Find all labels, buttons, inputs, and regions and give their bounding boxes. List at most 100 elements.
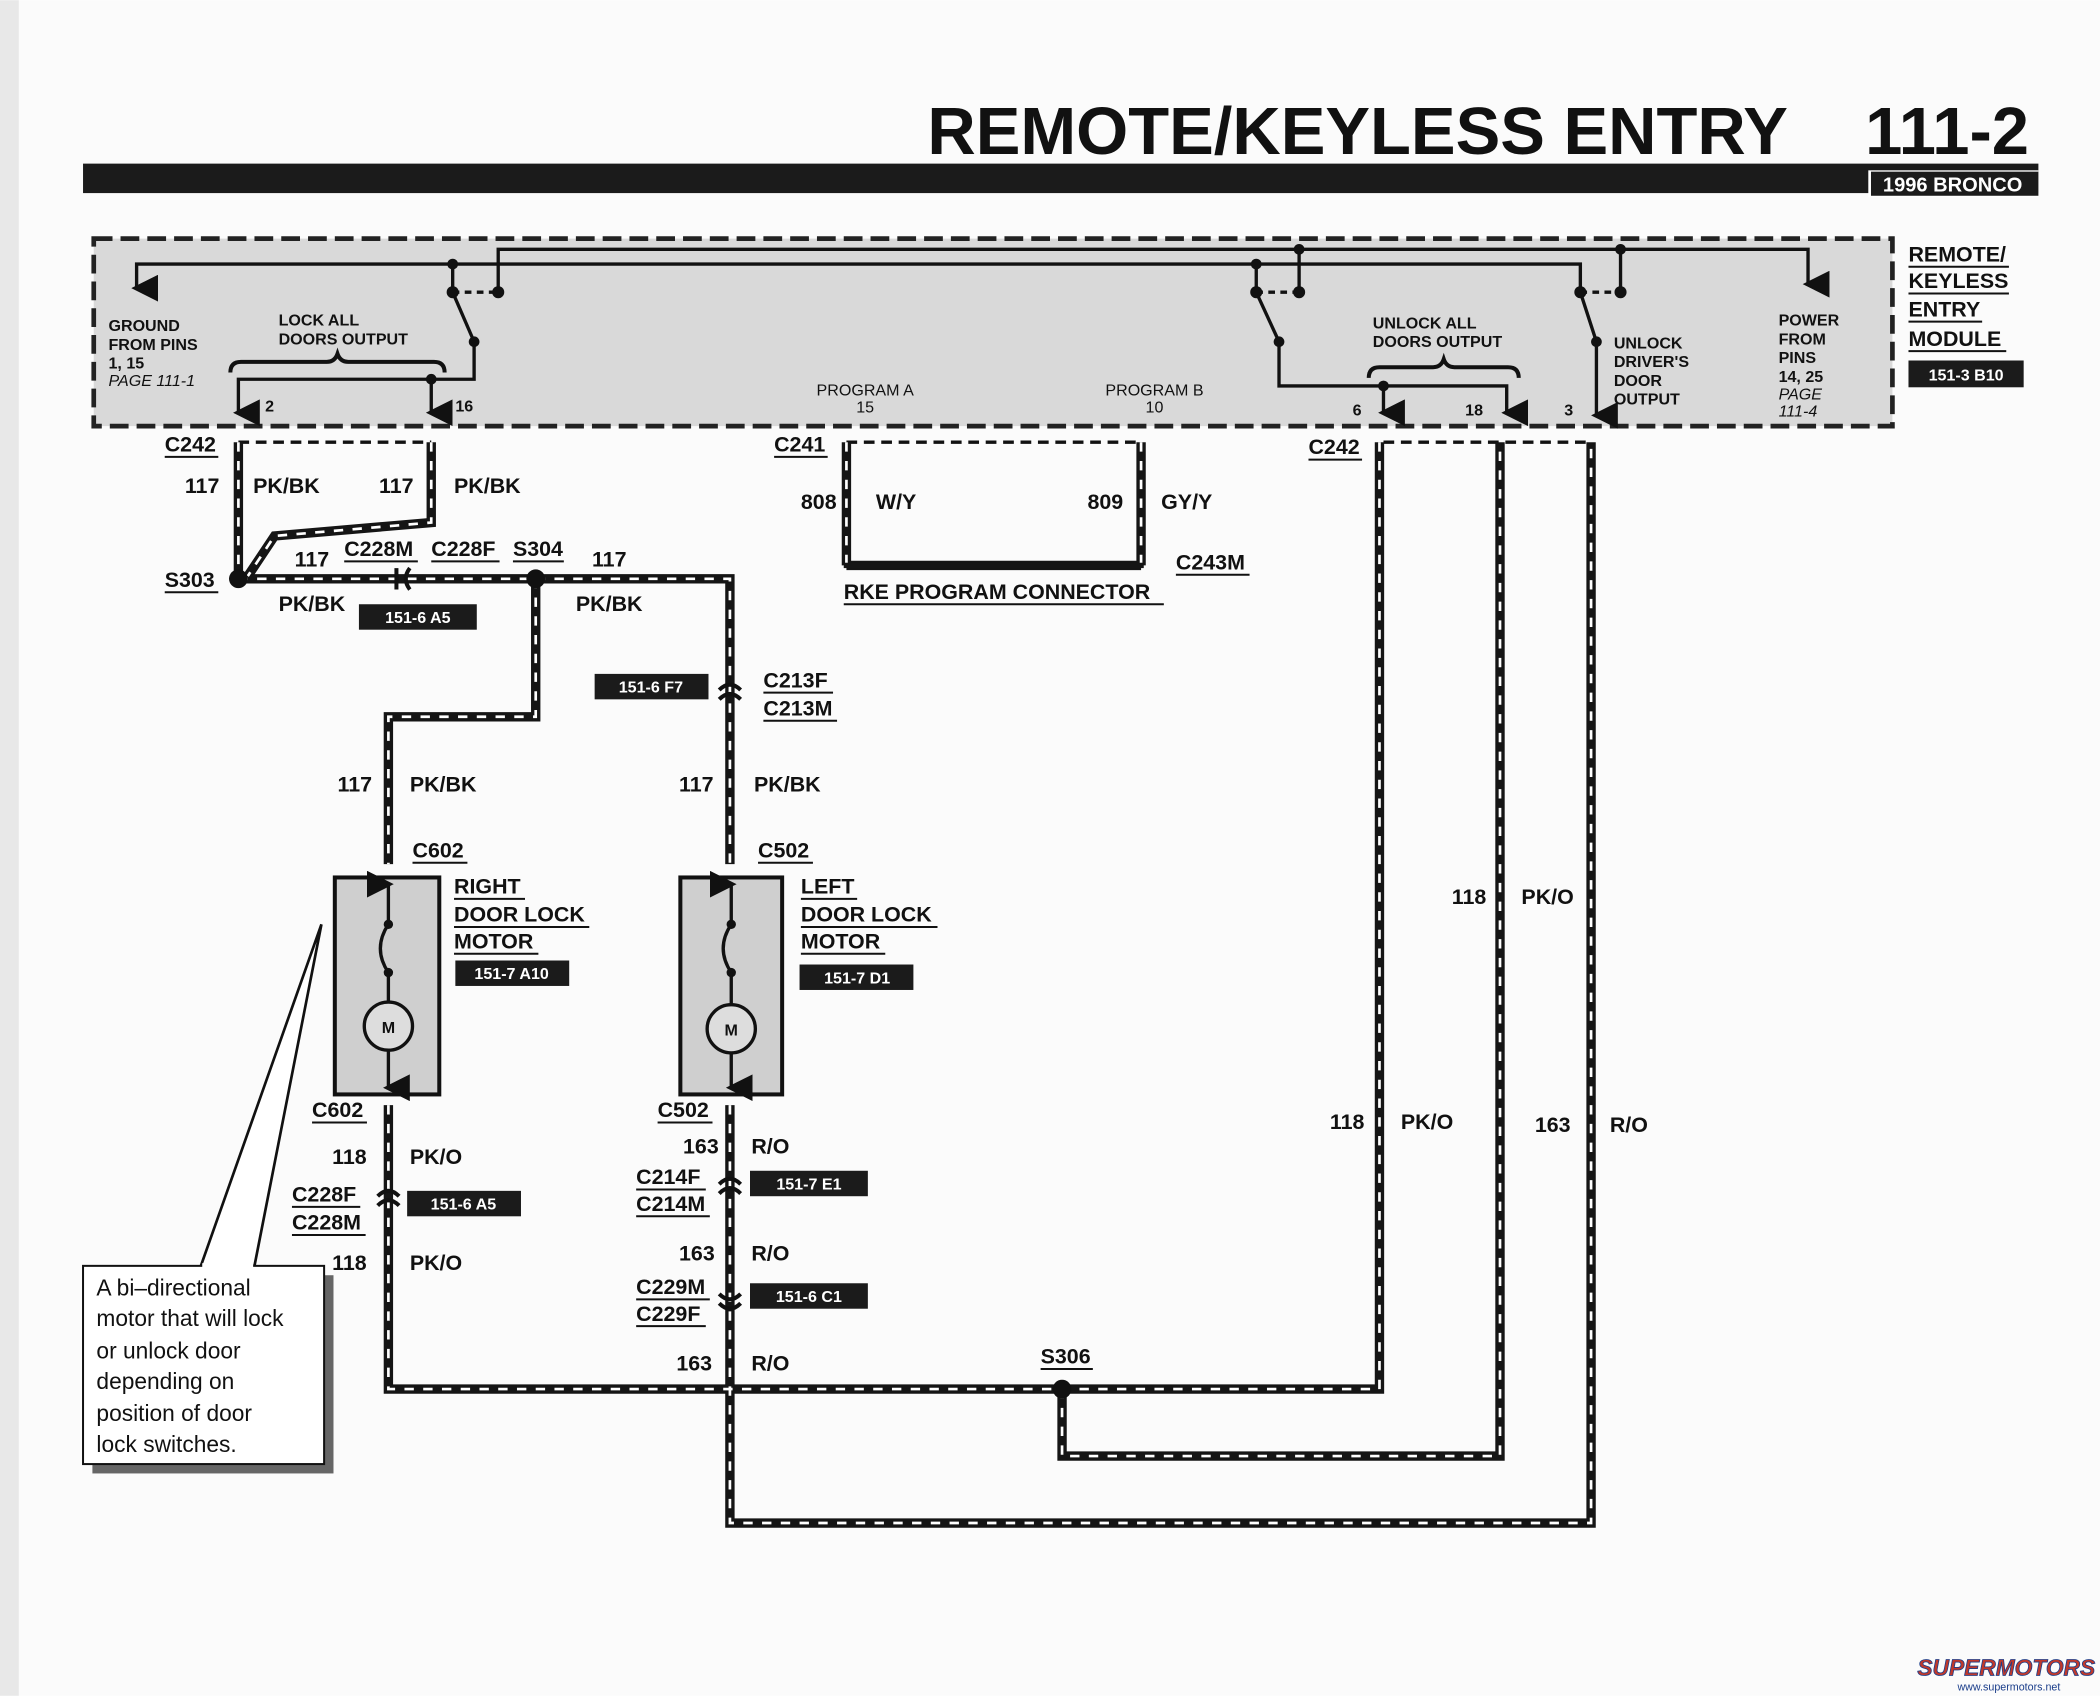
svg-text:14, 25: 14, 25 [1779, 368, 1824, 386]
svg-text:R/O: R/O [1610, 1113, 1648, 1137]
svg-text:OUTPUT: OUTPUT [1614, 391, 1680, 409]
svg-text:R/O: R/O [751, 1242, 789, 1266]
svg-text:808: 808 [801, 490, 837, 514]
svg-text:PAGE 111-1: PAGE 111-1 [108, 372, 195, 390]
svg-text:118: 118 [332, 1145, 367, 1169]
svg-text:PK/O: PK/O [410, 1145, 462, 1169]
svg-text:151-6 C1: 151-6 C1 [776, 1288, 842, 1306]
svg-text:RIGHT: RIGHT [454, 875, 521, 899]
svg-text:LEFT: LEFT [801, 875, 855, 899]
svg-text:MOTOR: MOTOR [801, 929, 881, 953]
svg-text:LOCK ALL: LOCK ALL [279, 312, 360, 330]
svg-text:C229M: C229M [636, 1275, 705, 1299]
rke-module [91, 236, 1895, 429]
svg-text:PROGRAM A: PROGRAM A [817, 381, 915, 399]
svg-text:6: 6 [1353, 401, 1362, 419]
svg-text:UNLOCK ALL: UNLOCK ALL [1373, 314, 1477, 332]
svg-text:S304: S304 [513, 537, 563, 561]
svg-text:C228F: C228F [292, 1183, 356, 1207]
svg-text:PK/BK: PK/BK [253, 474, 320, 498]
svg-text:DOOR: DOOR [1614, 372, 1663, 390]
svg-text:RKE PROGRAM CONNECTOR: RKE PROGRAM CONNECTOR [844, 580, 1151, 604]
svg-text:111-4: 111-4 [1779, 403, 1818, 421]
svg-text:POWER: POWER [1779, 312, 1840, 330]
svg-text:117: 117 [338, 773, 373, 797]
wire-stripe [387, 578, 538, 865]
svg-text:C602: C602 [413, 838, 464, 862]
splices [229, 569, 1072, 1399]
svg-text:163: 163 [679, 1242, 715, 1266]
svg-text:MODULE: MODULE [1908, 327, 2001, 351]
svg-text:FROM: FROM [1779, 330, 1826, 348]
svg-text:15: 15 [856, 399, 874, 417]
wire-stripe [246, 442, 433, 577]
svg-text:118: 118 [1452, 885, 1487, 909]
svg-text:151-7 A10: 151-7 A10 [474, 965, 548, 983]
svg-text:DOOR LOCK: DOOR LOCK [801, 903, 932, 927]
svg-text:C242: C242 [1308, 435, 1359, 459]
svg-text:motor that will lock: motor that will lock [96, 1305, 284, 1331]
svg-text:C229F: C229F [636, 1302, 700, 1326]
svg-text:C502: C502 [758, 838, 809, 862]
svg-text:R/O: R/O [751, 1134, 789, 1158]
svg-text:163: 163 [683, 1134, 719, 1158]
svg-text:PK/O: PK/O [410, 1251, 462, 1275]
svg-text:PK/BK: PK/BK [754, 773, 821, 797]
svg-text:117: 117 [185, 474, 220, 498]
svg-text:position of door: position of door [96, 1400, 252, 1426]
svg-text:809: 809 [1088, 490, 1124, 514]
svg-text:C213M: C213M [763, 696, 832, 720]
svg-text:10: 10 [1146, 399, 1164, 417]
svg-text:PK/BK: PK/BK [410, 773, 477, 797]
svg-text:GY/Y: GY/Y [1161, 490, 1212, 514]
svg-text:PK/BK: PK/BK [576, 592, 643, 616]
supermotors-watermark: SUPERMOTORS www.supermotors.net [1917, 1654, 2096, 1693]
svg-text:S303: S303 [165, 568, 215, 592]
header-bar [83, 163, 2039, 194]
svg-text:DOORS OUTPUT: DOORS OUTPUT [1373, 333, 1503, 351]
svg-text:DOORS OUTPUT: DOORS OUTPUT [279, 330, 409, 348]
wire-stripe [387, 442, 1381, 1391]
svg-text:18: 18 [1465, 401, 1483, 419]
connector-labels: C242 C241 C242 C228M C228F S304 S303 C24… [164, 433, 1363, 1370]
page-title: REMOTE/KEYLESS ENTRY [927, 94, 1788, 169]
svg-text:www.supermotors.net: www.supermotors.net [1956, 1681, 2060, 1693]
wire-stripe [728, 442, 1593, 1525]
svg-text:PK/O: PK/O [1521, 885, 1573, 909]
svg-text:16: 16 [455, 397, 473, 415]
svg-text:C241: C241 [774, 433, 825, 457]
svg-text:151-6 A5: 151-6 A5 [431, 1196, 497, 1214]
svg-text:W/Y: W/Y [876, 490, 916, 514]
svg-text:C228M: C228M [344, 537, 413, 561]
svg-text:M: M [725, 1021, 738, 1039]
svg-text:117: 117 [379, 474, 414, 498]
svg-text:KEYLESS: KEYLESS [1908, 269, 2008, 293]
vehicle-label: 1996 BRONCO [1883, 175, 2022, 197]
wire-stripe [1060, 442, 1502, 1458]
svg-text:PROGRAM B: PROGRAM B [1105, 381, 1203, 399]
svg-text:A bi–directional: A bi–directional [96, 1274, 250, 1300]
svg-text:C228F: C228F [431, 537, 495, 561]
svg-text:151-6 A5: 151-6 A5 [385, 609, 451, 627]
svg-text:118: 118 [1330, 1110, 1365, 1134]
svg-text:PINS: PINS [1779, 349, 1817, 367]
svg-text:DOOR LOCK: DOOR LOCK [454, 903, 585, 927]
svg-text:PK/BK: PK/BK [279, 592, 346, 616]
svg-text:C242: C242 [165, 433, 216, 457]
svg-text:SUPERMOTORS: SUPERMOTORS [1917, 1655, 2095, 1681]
svg-text:GROUND: GROUND [108, 317, 179, 335]
svg-text:163: 163 [676, 1351, 712, 1375]
inline-connectors [376, 566, 743, 1311]
svg-text:C602: C602 [312, 1098, 363, 1122]
svg-text:C228M: C228M [292, 1211, 361, 1235]
wire-stripe [535, 577, 732, 865]
binding-edge [0, 0, 19, 1696]
svg-text:ENTRY: ENTRY [1908, 297, 1980, 321]
svg-text:C502: C502 [658, 1098, 709, 1122]
svg-text:117: 117 [592, 548, 627, 572]
svg-text:depending on: depending on [96, 1368, 234, 1394]
svg-text:S306: S306 [1041, 1345, 1091, 1369]
svg-text:PAGE: PAGE [1779, 385, 1823, 403]
svg-text:163: 163 [1535, 1113, 1571, 1137]
